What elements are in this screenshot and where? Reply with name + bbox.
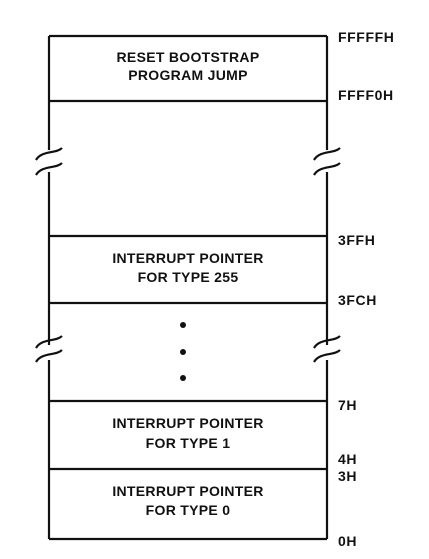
- block-reset-bootstrap-line1: RESET BOOTSTRAP: [117, 49, 260, 65]
- ellipsis-dot-3: [180, 375, 186, 381]
- block-reset-bootstrap-line2: PROGRAM JUMP: [128, 67, 248, 83]
- ellipsis-dot-2: [180, 349, 186, 355]
- ellipsis-dots: [180, 322, 186, 381]
- block-type-0-line2: FOR TYPE 0: [146, 502, 231, 518]
- block-type-0-line1: INTERRUPT POINTER: [112, 483, 263, 499]
- right-wall: [313, 36, 341, 539]
- address-label-ffff0h: FFFF0H: [338, 87, 394, 103]
- block-interrupt-type-255: INTERRUPT POINTER FOR TYPE 255: [49, 234, 327, 305]
- address-label-0h: 0H: [338, 533, 357, 549]
- left-wall: [35, 36, 63, 539]
- block-reset-bootstrap: RESET BOOTSTRAP PROGRAM JUMP: [49, 34, 327, 103]
- block-interrupt-type-0: INTERRUPT POINTER FOR TYPE 0: [49, 483, 327, 541]
- address-label-fffffh: FFFFFH: [338, 29, 394, 45]
- block-type-1-line2: FOR TYPE 1: [146, 435, 231, 451]
- block-type-255-line2: FOR TYPE 255: [138, 269, 239, 285]
- right-break-mark-lower-2: [313, 349, 341, 363]
- right-break-mark-upper: [313, 147, 341, 161]
- left-break-mark-lower-2: [35, 349, 63, 363]
- left-break-mark-upper: [35, 147, 63, 161]
- address-label-4h: 4H: [338, 451, 357, 467]
- right-break-mark-upper-2: [313, 335, 341, 349]
- left-break-mark-lower: [35, 162, 63, 176]
- block-interrupt-type-1: INTERRUPT POINTER FOR TYPE 1: [49, 399, 327, 471]
- address-label-3ffh: 3FFH: [338, 232, 375, 248]
- address-label-3h: 3H: [338, 468, 357, 484]
- left-break-mark-upper-2: [35, 335, 63, 349]
- address-label-3fch: 3FCH: [338, 292, 377, 308]
- block-type-255-line1: INTERRUPT POINTER: [112, 250, 263, 266]
- address-label-7h: 7H: [338, 397, 357, 413]
- address-labels: FFFFFH FFFF0H 3FFH 3FCH 7H 4H 3H 0H: [338, 29, 394, 549]
- ellipsis-dot-1: [180, 322, 186, 328]
- block-type-1-line1: INTERRUPT POINTER: [112, 415, 263, 431]
- right-break-mark-lower: [313, 162, 341, 176]
